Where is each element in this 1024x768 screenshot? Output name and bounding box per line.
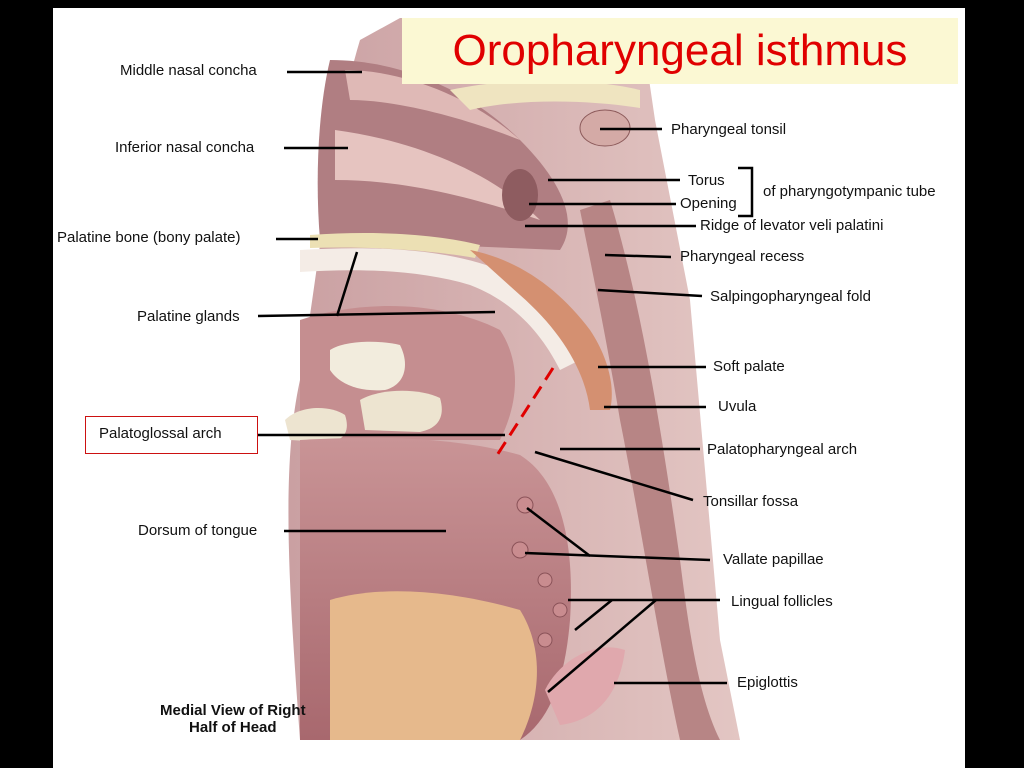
label-vallate-papillae: Vallate papillae bbox=[723, 551, 824, 568]
label-pharyngeal-tonsil: Pharyngeal tonsil bbox=[671, 121, 787, 138]
caption-line-1: Medial View of Right bbox=[160, 702, 306, 719]
hard-palate bbox=[310, 233, 480, 258]
epiglottis-shape bbox=[545, 647, 625, 725]
tongue-muscle bbox=[330, 591, 537, 740]
soft-palate-shape bbox=[470, 250, 612, 410]
lingual-follicles-shapes bbox=[511, 496, 568, 648]
label-inferior-nasal-concha: Inferior nasal concha bbox=[115, 139, 255, 156]
label-of-pharyngotympanic-tube: of pharyngotympanic tube bbox=[763, 183, 936, 200]
slide-title: Oropharyngeal isthmus bbox=[402, 18, 958, 84]
lower-molar-1 bbox=[285, 408, 347, 442]
isthmus-dashed-line bbox=[492, 367, 555, 461]
label-uvula: Uvula bbox=[718, 398, 757, 415]
label-ridge-of-levator-veli-palatini: Ridge of levator veli palatini bbox=[700, 217, 884, 234]
label-epiglottis: Epiglottis bbox=[737, 674, 798, 691]
label-salpingopharyngeal-fold: Salpingopharyngeal fold bbox=[710, 288, 871, 305]
palatoglossal-arch-highlight bbox=[85, 416, 258, 454]
label-palatine-glands: Palatine glands bbox=[137, 308, 240, 325]
label-palatopharyngeal-arch: Palatopharyngeal arch bbox=[707, 441, 858, 458]
leader-lines bbox=[249, 70, 727, 693]
lower-molar-2 bbox=[360, 390, 442, 432]
tube-opening-shape bbox=[502, 169, 538, 221]
label-dorsum-of-tongue: Dorsum of tongue bbox=[138, 522, 258, 539]
label-tonsillar-fossa: Tonsillar fossa bbox=[703, 493, 799, 510]
label-middle-nasal-concha: Middle nasal concha bbox=[120, 62, 257, 79]
caption-line-2: Half of Head bbox=[189, 719, 277, 736]
label-torus: Torus bbox=[688, 172, 725, 189]
label-palatoglossal-arch: Palatoglossal arch bbox=[99, 425, 222, 442]
middle-nasal-concha bbox=[345, 70, 520, 140]
tube-bracket bbox=[738, 166, 754, 218]
label-opening: Opening bbox=[680, 195, 737, 212]
label-soft-palate: Soft palate bbox=[713, 358, 785, 375]
inferior-nasal-concha bbox=[335, 130, 540, 220]
skull-base bbox=[450, 80, 640, 110]
label-palatine-bone: Palatine bone (bony palate) bbox=[57, 229, 241, 246]
oral-cavity bbox=[300, 306, 515, 440]
label-pharyngeal-recess: Pharyngeal recess bbox=[680, 248, 805, 265]
pharynx-wall bbox=[580, 200, 720, 740]
upper-molar bbox=[330, 341, 405, 391]
label-lingual-follicles: Lingual follicles bbox=[731, 593, 833, 610]
figure-caption: Medial View of Right Half of Head bbox=[160, 702, 306, 736]
